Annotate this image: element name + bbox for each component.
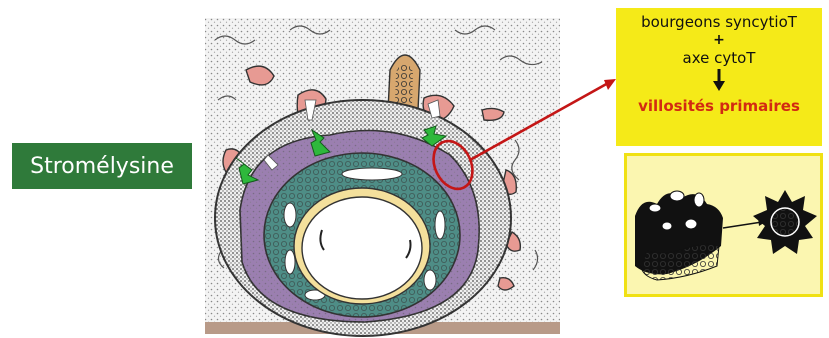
stromelysine-text: Stromélysine (30, 154, 174, 179)
blastocyst-cavity (302, 197, 422, 299)
stromelysine-label: Stromélysine (12, 143, 192, 189)
villi-inset-drawing (624, 153, 823, 297)
note-result-villi: villosités primaires (638, 95, 800, 117)
note-plus-sign: + (713, 32, 725, 48)
down-arrow-icon (712, 68, 726, 92)
note-line-syncytio: bourgeons syncytioT (641, 12, 797, 32)
note-line-cyto: axe cytoT (683, 48, 756, 68)
villi-inset-svg (627, 156, 820, 294)
villi-note-box: bourgeons syncytioT + axe cytoT villosit… (616, 8, 822, 146)
